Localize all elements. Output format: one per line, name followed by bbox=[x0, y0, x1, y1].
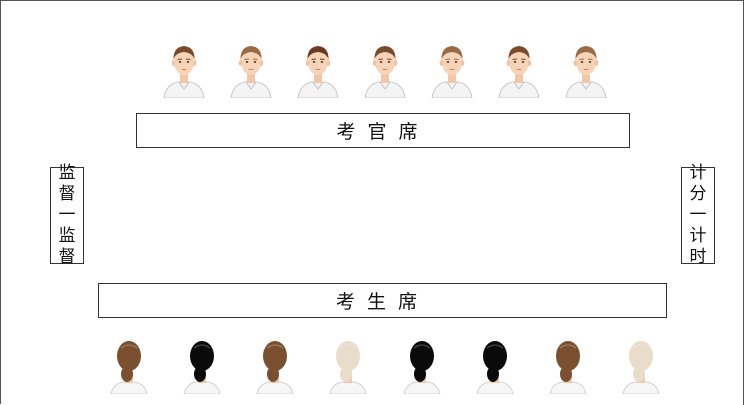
scoring-char: 计 bbox=[689, 163, 707, 183]
candidate-head-back-icon bbox=[622, 341, 660, 394]
candidate-figure bbox=[617, 332, 665, 394]
examiner-face-icon bbox=[498, 46, 540, 98]
examiner-figure bbox=[562, 36, 610, 98]
candidate-row bbox=[105, 332, 665, 394]
candidate-figure bbox=[324, 332, 372, 394]
supervision-char: 督 bbox=[58, 247, 76, 267]
scoring-char: 一 bbox=[689, 205, 707, 225]
scoring-timing-sign: 计 分 一 计 时 bbox=[681, 163, 715, 267]
examiner-figure bbox=[160, 36, 208, 98]
examiner-row bbox=[160, 36, 610, 98]
supervision-char: 一 bbox=[58, 205, 76, 225]
candidate-head-back-icon bbox=[330, 341, 367, 394]
scoring-char: 分 bbox=[689, 184, 707, 204]
scoring-char: 计 bbox=[689, 226, 707, 246]
candidate-figure bbox=[105, 332, 153, 394]
supervision-char: 督 bbox=[58, 184, 76, 204]
candidate-head-back-icon bbox=[256, 341, 294, 394]
candidate-figure bbox=[398, 332, 446, 394]
examiner-face-icon bbox=[565, 46, 607, 98]
scoring-char: 时 bbox=[689, 247, 707, 267]
examiner-face-icon bbox=[364, 46, 406, 98]
supervision-char: 监 bbox=[58, 226, 76, 246]
candidate-seat-label: 考生席 bbox=[98, 283, 667, 318]
candidate-head-back-icon bbox=[476, 341, 514, 394]
examiner-face-icon bbox=[230, 46, 272, 98]
candidate-figure bbox=[544, 332, 592, 394]
supervision-sign: 监 督 一 监 督 bbox=[50, 163, 84, 267]
candidate-figure bbox=[471, 332, 519, 394]
examiner-face-icon bbox=[297, 46, 339, 98]
examiner-figure bbox=[227, 36, 275, 98]
examiner-figure bbox=[428, 36, 476, 98]
candidate-head-back-icon bbox=[183, 341, 221, 394]
examiner-face-icon bbox=[431, 46, 473, 98]
candidate-head-back-icon bbox=[549, 341, 587, 394]
examiner-figure bbox=[495, 36, 543, 98]
examiner-face-icon bbox=[163, 46, 205, 98]
candidate-head-back-icon bbox=[403, 341, 440, 394]
examiner-figure bbox=[294, 36, 342, 98]
candidate-figure bbox=[178, 332, 226, 394]
examiner-figure bbox=[361, 36, 409, 98]
candidate-figure bbox=[251, 332, 299, 394]
supervision-char: 监 bbox=[58, 163, 76, 183]
candidate-head-back-icon bbox=[110, 341, 148, 394]
examiner-seat-label: 考官席 bbox=[136, 113, 630, 148]
